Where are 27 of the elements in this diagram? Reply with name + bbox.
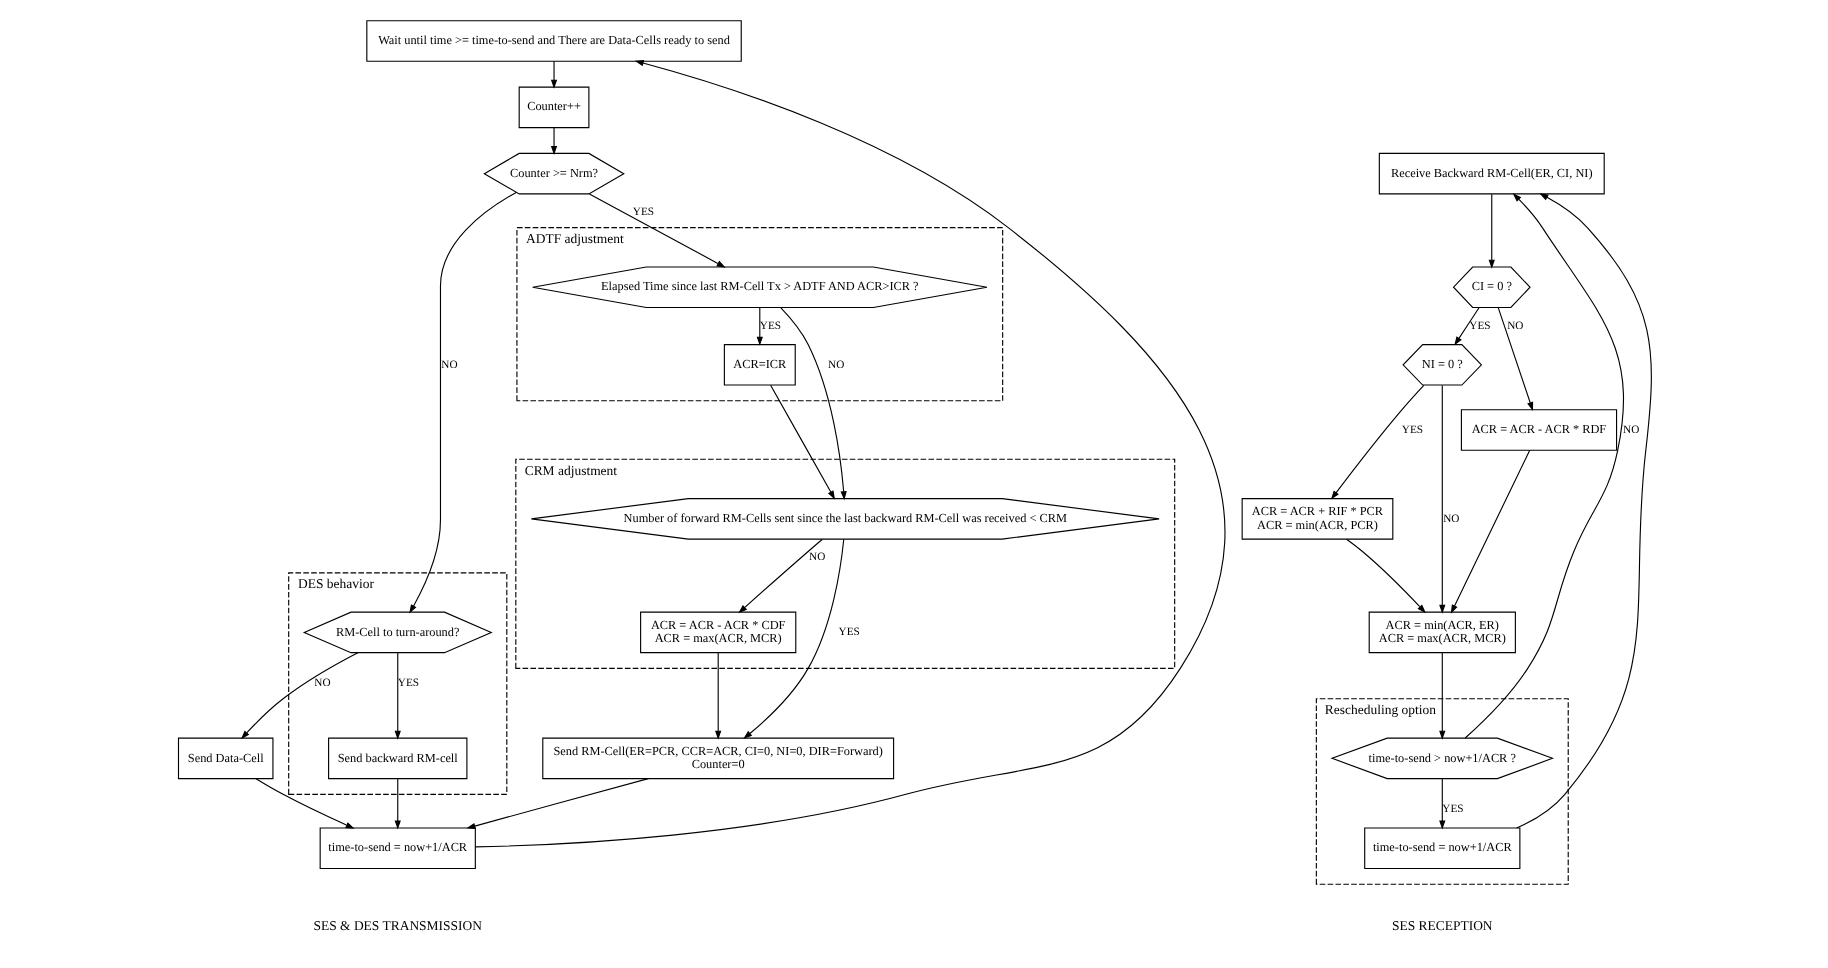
arrow [742,538,844,739]
arrow [1449,449,1530,614]
arrow [1453,307,1479,346]
arrow [393,778,400,830]
arrow [587,193,725,268]
arrow [549,127,557,156]
arrow [769,384,835,500]
arrow [1345,538,1425,614]
arrow [473,60,1225,848]
arrow [714,652,721,740]
arrow [1496,307,1533,412]
arrow [779,307,846,501]
arrow [1438,652,1445,740]
arrow [1329,384,1424,500]
arrow [1515,193,1651,829]
arrow [465,778,648,830]
arrow [408,191,516,614]
arrow [1487,193,1494,269]
arrow [1438,778,1445,830]
arrow [549,60,557,89]
arrow [239,652,358,740]
arrow [254,778,354,829]
arrow [737,538,822,614]
arrow [755,307,762,346]
arrow [1438,384,1445,614]
arrow [1463,193,1623,739]
arrow [393,652,400,740]
